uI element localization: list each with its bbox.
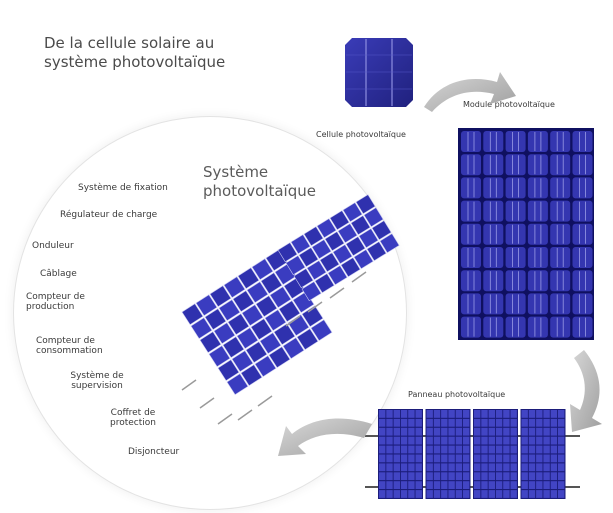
system-title-line-1: Système	[203, 163, 269, 181]
solar-cell-icon	[345, 38, 413, 107]
arrow-panel-to-system-icon	[278, 418, 372, 456]
component-label-compteur-consommation: Compteur de consommation	[36, 336, 103, 356]
solar-panel-icon	[365, 409, 580, 499]
title-line-2: système photovoltaïque	[44, 53, 226, 71]
arrow-module-to-panel-icon	[570, 350, 602, 432]
solar-array-illustration	[181, 194, 400, 425]
component-label-disjoncteur: Disjoncteur	[128, 447, 180, 457]
diagram-title: De la cellule solaire au système photovo…	[44, 34, 304, 72]
component-label-coffret: Coffret de protection	[110, 408, 156, 428]
solar-module-icon	[458, 128, 594, 340]
component-label-compteur-production: Compteur de production	[26, 292, 85, 312]
component-label-cablage: Câblage	[40, 269, 77, 279]
system-title: Système photovoltaïque	[203, 163, 363, 201]
component-label-regulateur: Régulateur de charge	[60, 210, 158, 220]
arrow-cell-to-module-icon	[424, 72, 516, 112]
component-label-supervision: Système de supervision	[70, 371, 124, 391]
component-label-onduleur: Onduleur	[32, 241, 74, 251]
panel-label: Panneau photovoltaïque	[408, 390, 506, 399]
title-line-1: De la cellule solaire au	[44, 34, 215, 52]
system-circle	[14, 117, 406, 509]
cell-label: Cellule photovoltaïque	[316, 130, 406, 139]
component-label-fixation: Système de fixation	[78, 183, 168, 193]
module-label: Module photovoltaïque	[463, 100, 555, 109]
system-title-line-2: photovoltaïque	[203, 182, 316, 200]
